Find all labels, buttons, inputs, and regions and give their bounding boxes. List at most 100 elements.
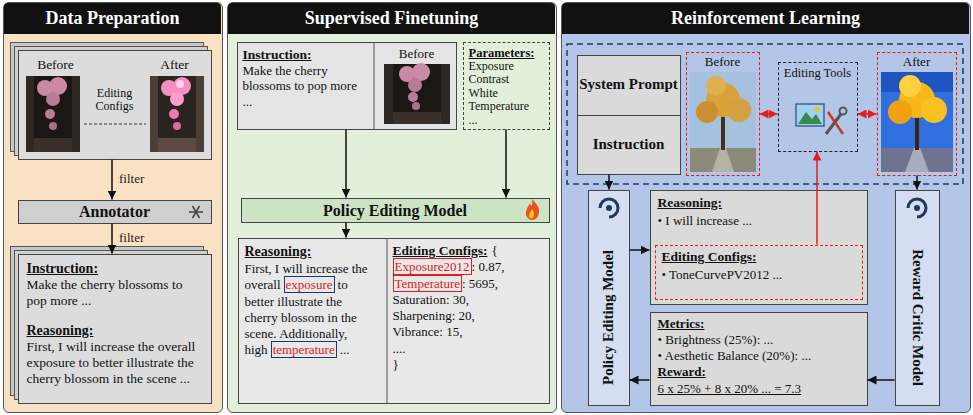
panel-title: Data Preparation bbox=[4, 8, 221, 29]
text-group: Policy Editing Model bbox=[242, 199, 549, 222]
blossom bbox=[399, 66, 415, 82]
text-group: Parameters:ExposureContrastWhiteTemperat… bbox=[469, 46, 544, 128]
model-logo bbox=[908, 199, 926, 217]
annotation-card: Instruction:Make the cherry blossoms to … bbox=[18, 254, 212, 404]
blossom bbox=[49, 122, 57, 130]
text-line: Reasoning: bbox=[27, 323, 203, 339]
photo-ground bbox=[26, 76, 80, 152]
annotator-box: Annotator bbox=[18, 200, 212, 224]
text-line: Metrics: bbox=[658, 316, 860, 332]
box-text: Saturation: 30, bbox=[393, 292, 545, 308]
panel-title: Supervised Finetuning bbox=[228, 8, 555, 29]
stage-panel: Reinforcement LearningSystem PromptInstr… bbox=[561, 2, 971, 413]
text-line: .... bbox=[393, 341, 545, 357]
image-frame: After bbox=[877, 52, 957, 176]
text-group: Instruction:Make the cherry blossoms to … bbox=[27, 261, 203, 388]
model-box: Reward Critic Model bbox=[895, 190, 940, 406]
box-text: Sharpening: 20, bbox=[393, 308, 545, 324]
text-group: Instruction:Make the cherry blossoms to … bbox=[243, 47, 367, 110]
blossom bbox=[173, 77, 191, 95]
foliage bbox=[696, 101, 718, 123]
blossom bbox=[169, 109, 179, 119]
text-line: • Aesthetic Balance (20%): ... bbox=[658, 348, 860, 364]
blossom bbox=[408, 92, 418, 102]
text-group: Data Preparation bbox=[4, 3, 221, 34]
photo-pillar bbox=[441, 64, 450, 124]
text-group: Instruction bbox=[578, 116, 680, 174]
box-text: Exposure2012 bbox=[393, 258, 472, 275]
box-text: : 5695, bbox=[462, 276, 498, 291]
image-pair-card: BeforeEditing Configs After bbox=[18, 50, 212, 160]
wrench-handle bbox=[826, 114, 841, 134]
blossom bbox=[161, 80, 177, 96]
text-line: Annotator bbox=[19, 201, 211, 223]
box-text: ... bbox=[340, 342, 350, 357]
model-logo bbox=[600, 199, 618, 217]
foliage bbox=[706, 76, 726, 96]
text-line: } bbox=[393, 357, 545, 373]
box-text: Metrics: bbox=[658, 316, 860, 332]
photo-road bbox=[712, 148, 734, 172]
text-group: After bbox=[878, 54, 956, 70]
box-text: Reward: bbox=[658, 364, 860, 380]
text-line: Before bbox=[378, 46, 456, 62]
box-text: Make the cherry blossoms to pop more ... bbox=[27, 277, 203, 309]
connector bbox=[858, 113, 877, 115]
connector bbox=[345, 130, 347, 198]
output-card: Reasoning:First, I will increase the ove… bbox=[238, 238, 550, 404]
text-line: First, I will increase the overallexposu… bbox=[245, 261, 377, 359]
box-text: Reward Critic Model bbox=[909, 249, 926, 386]
text-group: Supervised Finetuning bbox=[228, 3, 555, 34]
box-text: Before bbox=[687, 54, 759, 70]
box-text: Parameters: bbox=[469, 46, 544, 60]
box-text: Before bbox=[378, 46, 456, 62]
photo-pillar bbox=[196, 76, 204, 152]
snowflake-stroke bbox=[193, 206, 200, 218]
box-text: Temperature bbox=[469, 100, 544, 114]
card-divider bbox=[387, 239, 388, 403]
text-group: Editing Configs:• ToneCurvePV2012 ... bbox=[662, 249, 856, 283]
box-text: Editing Configs bbox=[82, 87, 148, 115]
text-line: First, I will increase the overall expos… bbox=[27, 339, 203, 388]
snowflake-stroke bbox=[193, 206, 200, 218]
picture-mountain bbox=[798, 112, 822, 124]
photo-pillar bbox=[150, 76, 158, 152]
blossom bbox=[408, 78, 422, 92]
box-text: Instruction: bbox=[243, 47, 367, 63]
blossom bbox=[176, 80, 184, 88]
box-text: Reasoning: bbox=[245, 243, 377, 261]
connector bbox=[760, 113, 778, 115]
picture-frame bbox=[796, 104, 824, 126]
snowflake-icon bbox=[189, 206, 203, 218]
text-group: After bbox=[142, 57, 208, 73]
model-box: Policy Editing Model bbox=[588, 190, 630, 406]
text-line: • I will increase ... bbox=[658, 213, 860, 229]
text-line: Data Preparation bbox=[4, 8, 221, 29]
text-line: After bbox=[878, 54, 956, 70]
text-line: Instruction bbox=[593, 136, 665, 153]
photo-input bbox=[384, 63, 450, 124]
model-logo bbox=[914, 205, 920, 211]
box-text: Annotator bbox=[19, 201, 211, 223]
text-group: Reward Critic Model bbox=[849, 309, 973, 326]
text-line: Make the cherry blossoms to pop more ... bbox=[27, 277, 203, 309]
box-text: Editing Tools bbox=[781, 66, 855, 81]
photo-ground bbox=[881, 148, 953, 172]
configs-box: Editing Configs:• ToneCurvePV2012 ... bbox=[655, 245, 863, 300]
photo-before bbox=[26, 76, 80, 152]
text-line: Vibrance: 15, bbox=[393, 324, 545, 340]
box-text: 6 x 25% + 8 x 20% ... = 7.3 bbox=[658, 381, 860, 397]
text-line: Make the cherry blossoms to pop more ... bbox=[243, 63, 367, 110]
box-text: Before bbox=[23, 57, 89, 73]
box-text: • Aesthetic Balance (20%): ... bbox=[658, 348, 860, 364]
photo-sky bbox=[881, 72, 953, 172]
text-line: Exposure2012: 0.87, bbox=[393, 259, 545, 275]
text-line: Reasoning: bbox=[658, 195, 860, 211]
box-text: Reasoning: bbox=[27, 323, 203, 339]
photo-after bbox=[150, 76, 204, 152]
text-line: Temperature: 5695, bbox=[393, 276, 545, 292]
text-line: After bbox=[142, 57, 208, 73]
foliage bbox=[727, 98, 751, 122]
connector bbox=[345, 223, 347, 238]
